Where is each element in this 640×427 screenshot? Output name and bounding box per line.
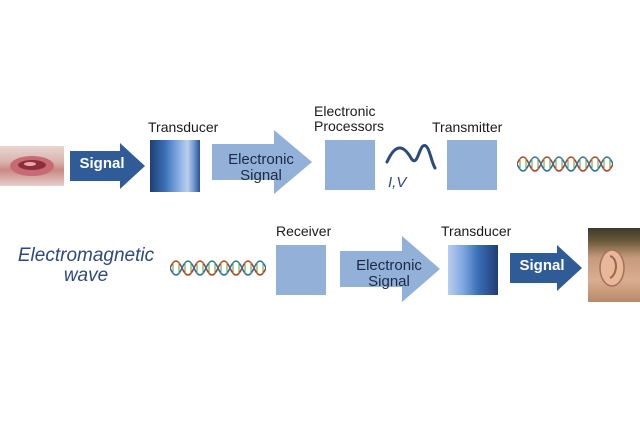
em-wave-label: Electromagnetic wave (17, 245, 155, 286)
signal-arrow (70, 143, 145, 189)
processors-block (325, 140, 375, 190)
transducer-block (150, 140, 200, 192)
electronic-signal-arrow (340, 236, 440, 302)
waveform-icon (385, 144, 437, 170)
signal-arrow-label: Signal (519, 257, 565, 274)
transmitter-block (447, 140, 497, 190)
receiver-label: Receiver (276, 223, 332, 239)
ear-photo (588, 228, 640, 302)
transmitter-label: Transmitter (432, 119, 503, 135)
mouth-photo (0, 146, 64, 186)
processors-label: Electronic Processors (314, 103, 385, 134)
transducer-block (448, 245, 498, 295)
dna-helix-wave-icon (517, 156, 613, 172)
signal-arrow (510, 245, 582, 291)
dna-helix-wave-icon (170, 260, 266, 276)
electronic-signal-arrow (212, 130, 312, 194)
signal-arrow-label: Signal (79, 155, 125, 172)
iv-label: I,V (388, 174, 407, 191)
electronic-signal-label: Electronic Signal (356, 257, 422, 290)
transducer-label: Transducer (441, 223, 512, 239)
transducer-label: Transducer (148, 119, 219, 135)
electronic-signal-label: Electronic Signal (228, 151, 294, 184)
receiver-block (276, 245, 326, 295)
